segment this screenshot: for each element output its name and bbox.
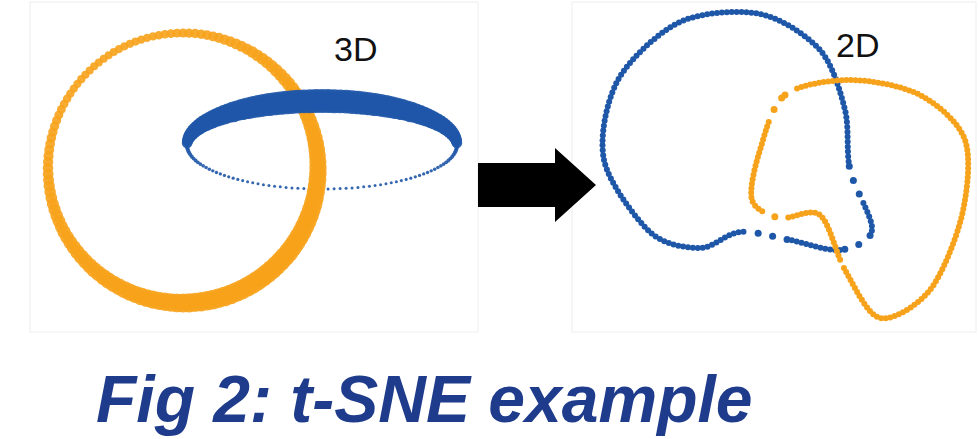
dimension-label: 3D — [334, 32, 377, 66]
ring-dot — [345, 187, 348, 190]
ring-dot — [241, 179, 244, 182]
ring-dot — [257, 182, 260, 185]
ring-dot — [211, 169, 214, 172]
embedding-dot — [841, 265, 847, 271]
ring-dot — [251, 181, 254, 184]
ring-dot — [333, 187, 336, 190]
embedding-dot — [855, 241, 862, 248]
ring-dot — [262, 183, 265, 186]
ring-dot — [379, 183, 382, 186]
ring-dot — [290, 186, 293, 189]
ring-dot — [426, 171, 429, 174]
ring-dot — [422, 172, 425, 175]
ring-dot — [400, 179, 403, 182]
ring-dot — [302, 187, 305, 190]
ring-dot — [232, 177, 235, 180]
embedding-dot — [771, 213, 778, 220]
ring-dot — [247, 271, 267, 291]
embedding-dot — [846, 163, 853, 170]
ring-dot — [414, 175, 417, 178]
ring-dot — [405, 178, 408, 181]
ring-dot — [279, 185, 282, 188]
ring-dot — [418, 174, 421, 177]
ring-dot — [219, 172, 222, 175]
embedding-dot — [771, 106, 778, 113]
embedding-dot — [602, 162, 608, 168]
ring-dots-3d — [43, 28, 462, 312]
embedding-dot — [755, 230, 762, 237]
ring-dot — [433, 167, 437, 171]
embedding-dot — [769, 233, 776, 240]
panel-3d — [30, 2, 478, 332]
ring-dot — [390, 181, 393, 184]
ring-dot — [429, 169, 432, 172]
ring-dot — [267, 184, 270, 187]
ring-dot — [223, 174, 226, 177]
ring-dot — [356, 186, 359, 189]
embedding-dot — [766, 119, 772, 125]
ring-dot — [374, 184, 377, 187]
ring-dot — [236, 178, 239, 181]
panel-2d — [572, 2, 976, 332]
ring-dot — [339, 187, 342, 190]
dimension-label: 2D — [836, 28, 879, 62]
figure-caption: Fig 2: t-SNE example — [96, 366, 753, 432]
ring-dot — [351, 186, 354, 189]
ring-dot — [273, 185, 276, 188]
ring-dot — [368, 185, 371, 188]
ring-dots-2d — [600, 9, 972, 321]
transform-arrow — [478, 148, 596, 222]
ring-dot — [395, 180, 398, 183]
ring-dot — [227, 175, 230, 178]
embedding-dot — [778, 95, 785, 102]
embedding-dot — [856, 190, 863, 197]
embedding-dot — [850, 177, 857, 184]
ring-dot — [208, 167, 212, 171]
ring-dot — [409, 177, 412, 180]
embedding-dot — [785, 215, 791, 221]
ring-dot — [327, 187, 330, 190]
embedding-dot — [784, 236, 791, 243]
ring-dot — [246, 180, 249, 183]
ring-dot — [296, 187, 299, 190]
ring-dot — [362, 185, 365, 188]
ring-dot — [384, 182, 387, 185]
ring-dot — [310, 89, 334, 113]
embedding-dot — [867, 232, 874, 239]
ring-dot — [285, 186, 288, 189]
ring-dot — [215, 171, 218, 174]
